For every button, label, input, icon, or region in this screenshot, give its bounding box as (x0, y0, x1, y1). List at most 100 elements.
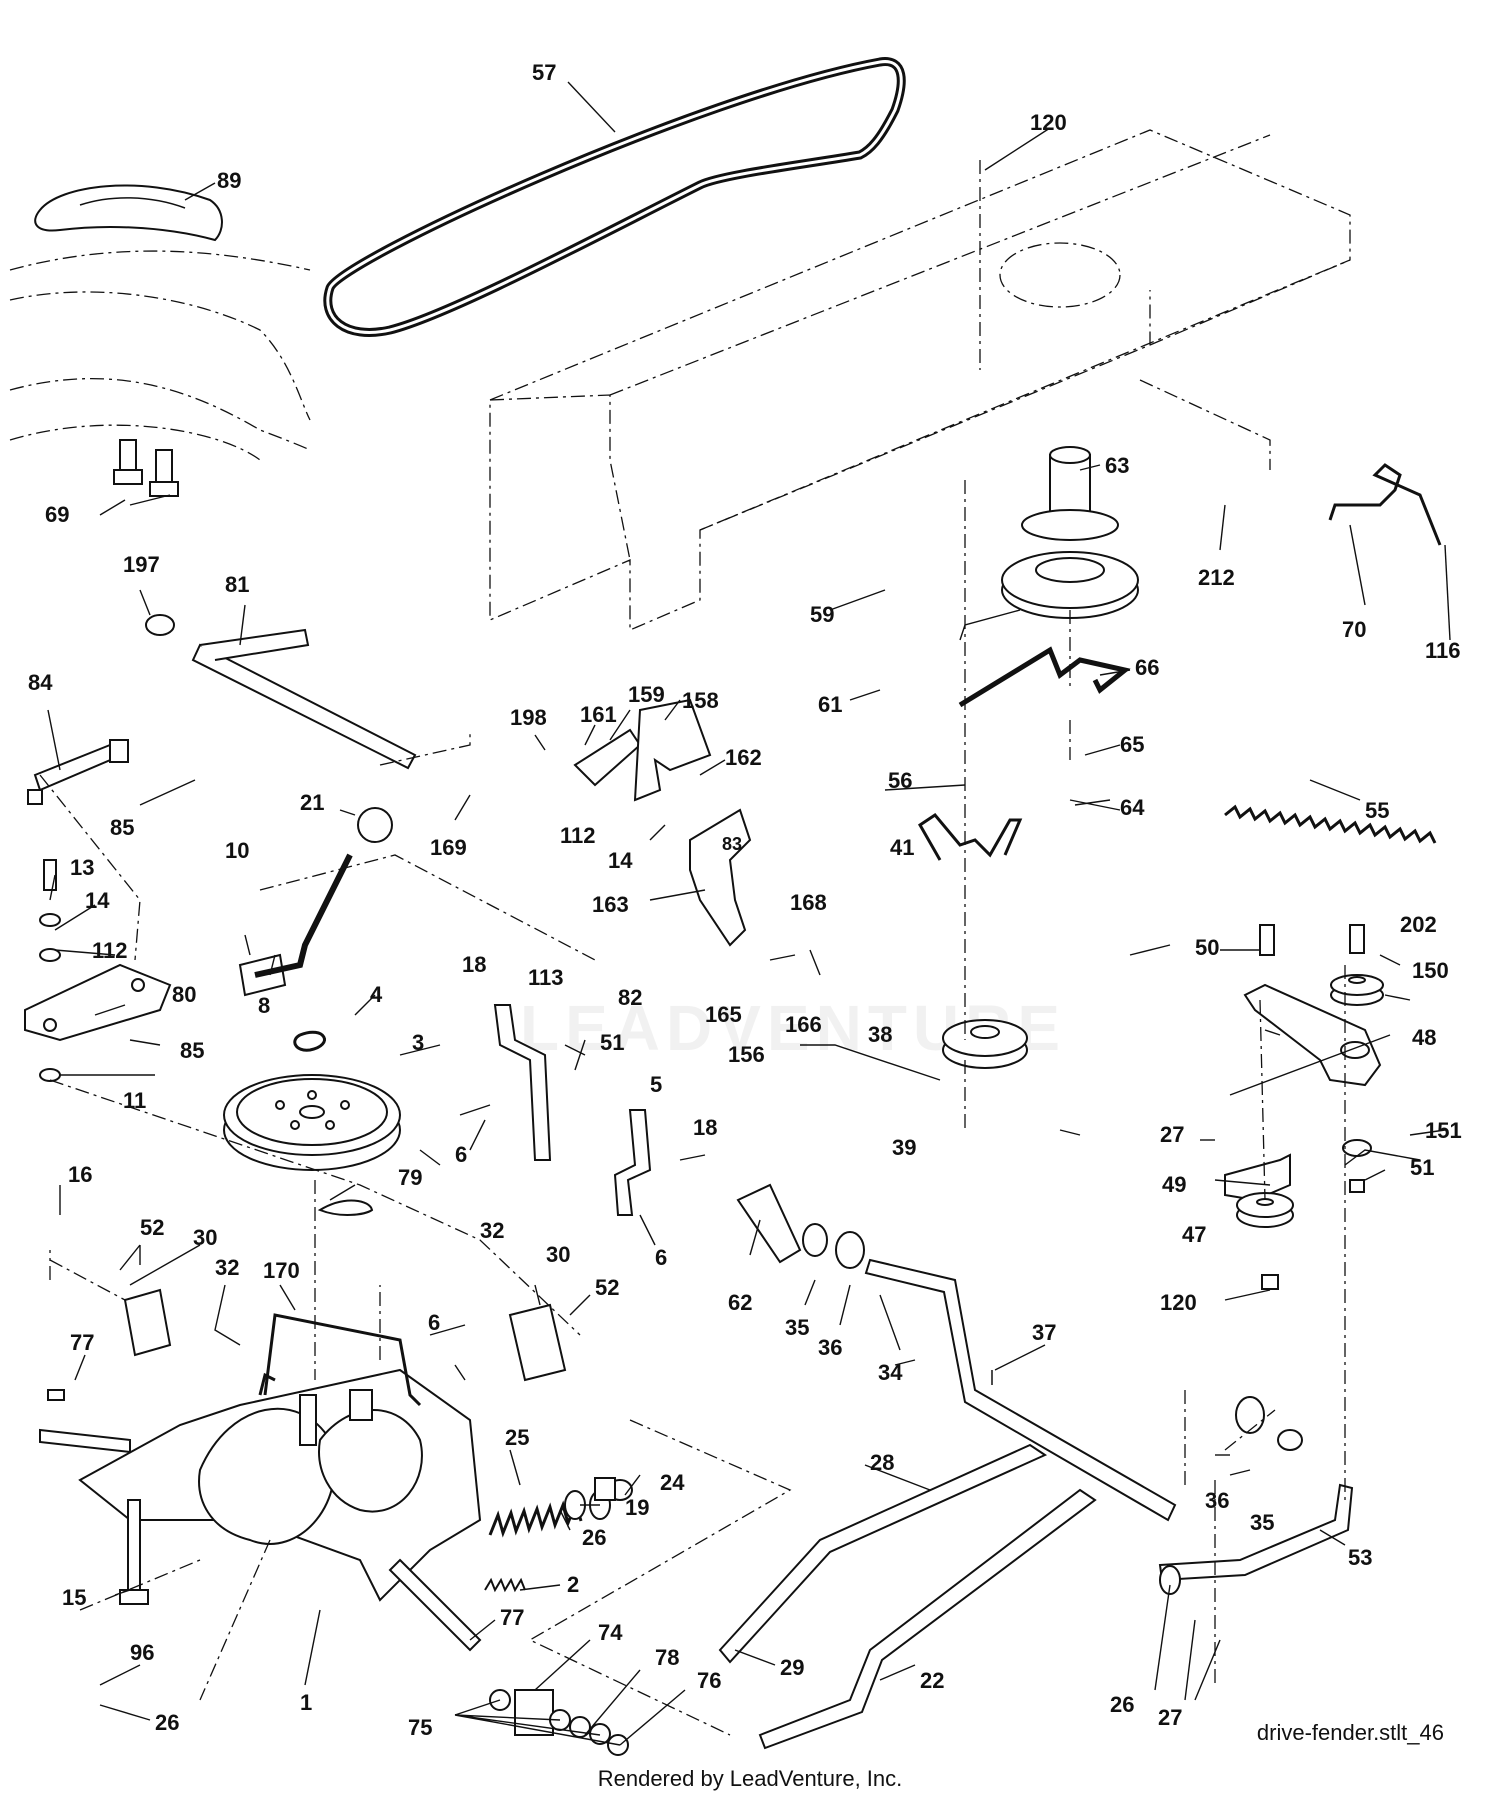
part-label-85: 85 (110, 815, 134, 840)
part-label-202: 202 (1400, 912, 1437, 937)
part-label-30: 30 (546, 1242, 570, 1267)
part-label-79: 79 (398, 1165, 422, 1190)
part-label-62: 62 (728, 1290, 752, 1315)
bracket-113 (493, 1004, 552, 1161)
part-label-197: 197 (123, 552, 160, 577)
part-label-169: 169 (430, 835, 467, 860)
washers-right (1259, 924, 1372, 1290)
pulley-150 (1330, 974, 1384, 1006)
part-label-112: 112 (92, 938, 128, 963)
part-label-120: 120 (1030, 110, 1067, 135)
leader-lines (47, 81, 1451, 1746)
part-label-55: 55 (1365, 798, 1389, 823)
bracket-49 (1224, 1153, 1291, 1202)
part-label-77: 77 (70, 1330, 94, 1355)
diagram-file-label: drive-fender.stlt_46 (1256, 1720, 1444, 1745)
part-label-165: 165 (705, 1002, 742, 1027)
part-label-13: 13 (70, 855, 94, 880)
pulley-47 (1236, 1192, 1294, 1228)
bracket-30b (508, 1303, 567, 1382)
drive-belt (323, 57, 906, 337)
fender-bolts (113, 439, 179, 497)
part-label-39: 39 (892, 1135, 916, 1160)
part-label-120: 120 (1160, 1290, 1197, 1315)
part-label-6: 6 (455, 1142, 467, 1167)
part-label-14: 14 (608, 848, 633, 873)
part-label-116: 116 (1425, 638, 1461, 663)
bracket-159 (573, 728, 642, 787)
washers-left (39, 859, 61, 1082)
part-label-35: 35 (1250, 1510, 1274, 1535)
rod-34 (864, 1258, 1177, 1522)
bracket-30a (123, 1288, 172, 1357)
part-label-28: 28 (870, 1450, 894, 1475)
part-label-18: 18 (693, 1115, 717, 1140)
part-label-170: 170 (263, 1258, 300, 1283)
pulley-38 (942, 1019, 1028, 1069)
rod-22 (758, 1488, 1097, 1750)
part-label-26: 26 (155, 1710, 179, 1735)
bushing-62 (736, 1183, 802, 1264)
part-label-65: 65 (1120, 732, 1144, 757)
spring-66 (958, 646, 1131, 708)
part-label-162: 162 (725, 745, 762, 770)
part-label-36: 36 (818, 1335, 842, 1360)
part-label-163: 163 (592, 892, 629, 917)
transmission-pulley-3 (223, 1074, 401, 1171)
part-label-75: 75 (408, 1715, 432, 1740)
part-label-56: 56 (888, 768, 912, 793)
part-label-77: 77 (500, 1605, 524, 1630)
part-label-36: 36 (1205, 1488, 1229, 1513)
retaining-ring-4 (293, 1030, 326, 1052)
part-label-30: 30 (193, 1225, 217, 1250)
part-label-61: 61 (818, 692, 842, 717)
part-label-52: 52 (595, 1275, 619, 1300)
spring-2 (484, 1577, 526, 1593)
part-label-80: 80 (172, 982, 196, 1007)
part-label-84: 84 (28, 670, 53, 695)
part-label-22: 22 (920, 1668, 944, 1693)
part-label-21: 21 (300, 790, 324, 815)
part-label-89: 89 (217, 168, 241, 193)
part-label-113: 113 (528, 965, 564, 990)
part-label-59: 59 (810, 602, 834, 627)
part-label-29: 29 (780, 1655, 804, 1680)
bracket-41 (918, 813, 1023, 861)
part-label-6: 6 (428, 1310, 440, 1335)
part-label-198: 198 (510, 705, 547, 730)
part-label-85: 85 (180, 1038, 204, 1063)
frame-assembly (489, 129, 1351, 631)
part-label-8: 8 (258, 993, 270, 1018)
rod-53 (1158, 1483, 1354, 1582)
washers-bottom (489, 1223, 1303, 1756)
part-label-4: 4 (370, 982, 383, 1007)
idler-pulley-63 (1001, 446, 1139, 619)
render-credit: Rendered by LeadVenture, Inc. (597, 1766, 903, 1791)
part-label-18: 18 (462, 952, 486, 977)
part-label-158: 158 (682, 688, 719, 713)
part-label-150: 150 (1412, 958, 1449, 983)
part-label-32: 32 (215, 1255, 239, 1280)
part-label-32: 32 (480, 1218, 504, 1243)
part-label-15: 15 (62, 1585, 86, 1610)
key-79 (317, 1199, 374, 1216)
part-label-166: 166 (785, 1012, 822, 1037)
part-label-16: 16 (68, 1162, 92, 1187)
part-label-52: 52 (140, 1215, 164, 1240)
part-label-11: 11 (123, 1088, 146, 1113)
part-label-27: 27 (1158, 1705, 1182, 1730)
part-label-26: 26 (582, 1525, 606, 1550)
part-label-6: 6 (655, 1245, 667, 1270)
fender-emblem (34, 184, 223, 242)
part-label-161: 161 (580, 702, 617, 727)
part-label-38: 38 (868, 1022, 892, 1047)
rod-28 (718, 1443, 1048, 1664)
shift-lever (238, 807, 393, 997)
bracket-70 (1328, 463, 1442, 546)
part-label-63: 63 (1105, 453, 1129, 478)
part-label-3: 3 (412, 1030, 424, 1055)
fender-outline (9, 250, 311, 461)
part-label-78: 78 (655, 1645, 679, 1670)
part-label-156: 156 (728, 1042, 765, 1067)
part-label-25: 25 (505, 1425, 529, 1450)
